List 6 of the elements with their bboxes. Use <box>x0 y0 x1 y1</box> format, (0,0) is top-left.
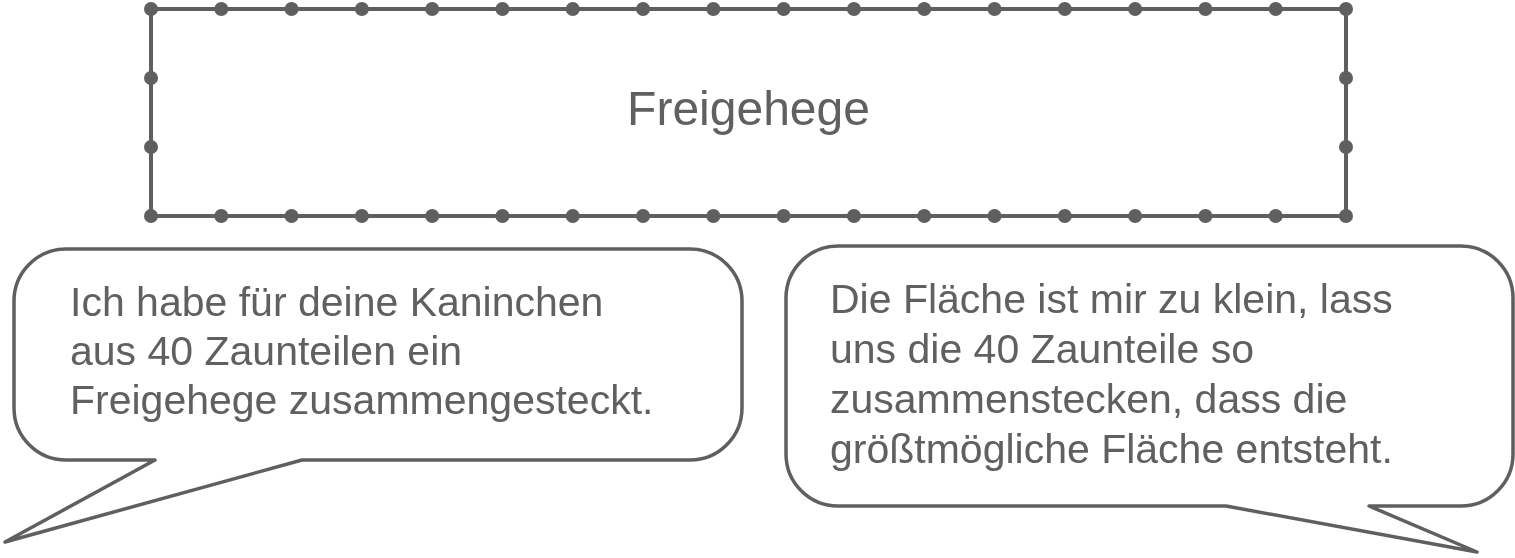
speech-text: Die Fläche ist mir zu klein, lass uns die 40 Zaunteile so zusammenstecken, dass die größtmögliche Fläche entsteht. <box>830 275 1394 474</box>
speech-bubble <box>0 246 745 547</box>
speech-text: Ich habe für deine Kaninchen aus 40 Zaunteilen ein Freigehege zusammengesteckt. <box>70 278 655 425</box>
speech-bubble <box>783 243 1515 556</box>
enclosure-label: Freigehege <box>627 81 870 137</box>
fence-enclosure <box>142 0 1355 225</box>
